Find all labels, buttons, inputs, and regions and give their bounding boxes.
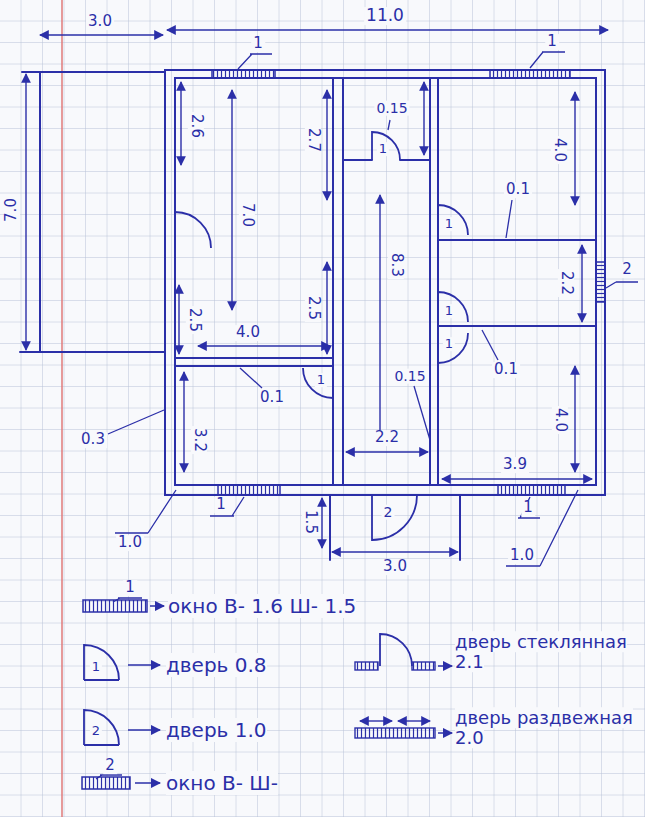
dimension-label: 4.0 — [234, 325, 262, 341]
dimension-label: 2.5 — [186, 306, 202, 334]
dimension-label: 0.1 — [492, 362, 520, 378]
dimension-label: 3.0 — [381, 559, 409, 575]
dimension-label: 3.2 — [191, 426, 207, 454]
callout-number: 1 — [251, 36, 265, 52]
callout-number: 1 — [214, 497, 228, 513]
callout-number: 2 — [103, 758, 117, 774]
callout-number: 1 — [443, 337, 455, 351]
legend-text: дверь 1.0 — [166, 718, 267, 742]
dimension-label: 3.0 — [86, 14, 114, 30]
callout-number: 1 — [443, 304, 455, 318]
legend-text: окно В- Ш- — [166, 771, 278, 795]
dimension-label: 0.15 — [374, 101, 409, 116]
callout-number: 1 — [545, 34, 559, 50]
dimension-label: 4.0 — [551, 136, 567, 164]
walls — [20, 70, 605, 560]
dimension-label: 2.6 — [188, 112, 204, 140]
dimension-label: 2.7 — [305, 126, 321, 154]
dimension-label: 2.5 — [305, 294, 321, 322]
dimension-label: 8.3 — [388, 251, 404, 279]
windows — [212, 70, 605, 495]
dimension-label: 1.5 — [302, 508, 318, 536]
dimension-label: 3.9 — [501, 457, 529, 473]
callout-number: 2 — [620, 262, 634, 278]
legend-text: дверь раздвежная 2.0 — [455, 707, 633, 748]
margin-line — [61, 0, 63, 817]
dimension-label: 1.0 — [116, 535, 144, 551]
legend-symbols — [82, 598, 452, 789]
legend-item: дверь 0.8 — [166, 654, 267, 676]
dimension-label: 2.2 — [373, 430, 401, 446]
callout-number: 1 — [521, 500, 535, 516]
callout-number: 1 — [90, 660, 102, 674]
legend-item: дверь раздвежная 2.0 — [455, 708, 640, 748]
callout-number: 1 — [315, 373, 327, 387]
legend-item: дверь 1.0 — [166, 719, 267, 741]
callout-number: 2 — [90, 724, 102, 738]
dimension-label: 4.0 — [552, 406, 568, 434]
callout-number: 2 — [382, 505, 395, 520]
doors — [175, 132, 468, 540]
legend-text: дверь стеклянная 2.1 — [455, 631, 627, 672]
callout-number: 1 — [377, 142, 389, 156]
legend-item: дверь стеклянная 2.1 — [455, 632, 640, 672]
legend-item: окно В- Ш- — [166, 772, 278, 794]
dimension-label: 2.2 — [558, 269, 574, 297]
legend-text: окно В- 1.6 Ш- 1.5 — [168, 594, 356, 618]
legend-item: окно В- 1.6 Ш- 1.5 — [168, 595, 356, 617]
dimension-label: 0.1 — [504, 182, 532, 198]
dimension-label: 7.0 — [4, 196, 20, 224]
dimension-label: 7.0 — [239, 201, 255, 229]
leader-lines — [108, 52, 638, 566]
dimension-label: 0.1 — [258, 390, 286, 406]
callout-number: 1 — [123, 580, 137, 596]
dimension-label: 1.0 — [508, 548, 536, 564]
dimension-label: 0.3 — [79, 432, 107, 448]
dimension-lines — [26, 30, 608, 552]
dimension-label: 11.0 — [364, 7, 406, 25]
legend-text: дверь 0.8 — [166, 653, 267, 677]
callout-number: 1 — [443, 217, 455, 231]
dimension-label: 0.15 — [392, 369, 427, 384]
